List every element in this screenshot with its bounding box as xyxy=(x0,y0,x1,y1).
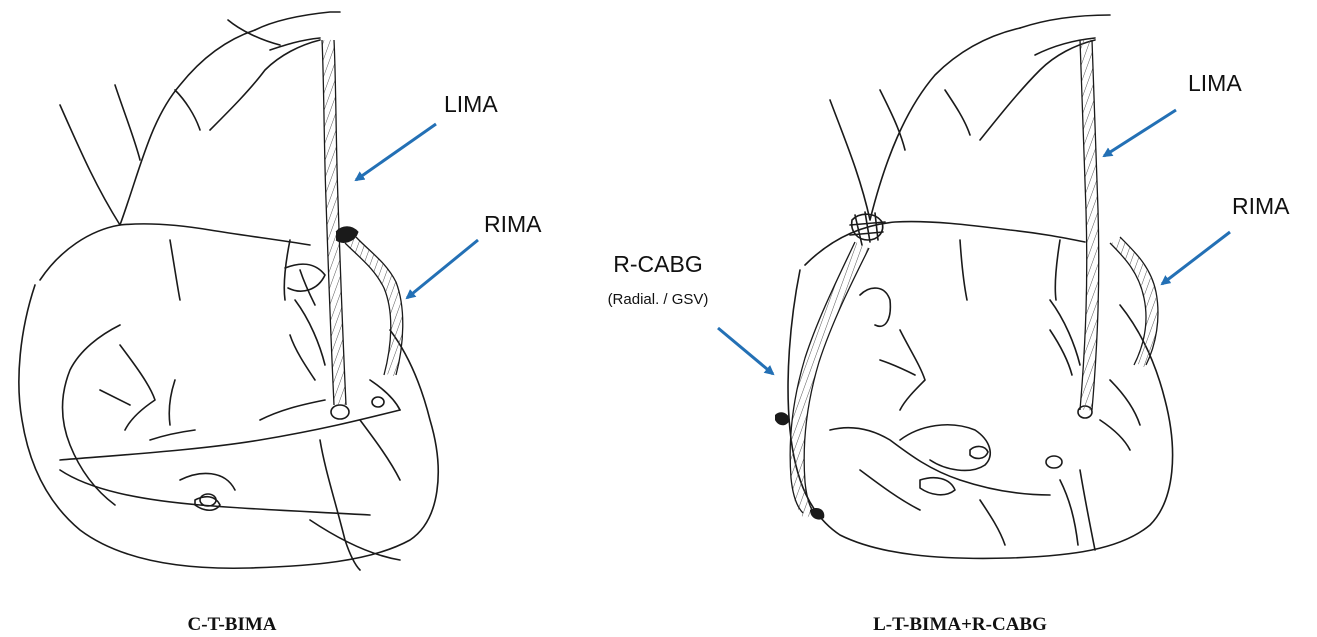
left-lima-arrow xyxy=(356,124,436,180)
right-lima-label: LIMA xyxy=(1188,70,1242,96)
left-rima-arrow xyxy=(407,240,478,298)
left-vessel-branch xyxy=(115,20,280,160)
right-lima-graft xyxy=(1086,40,1093,410)
left-heart-drawing xyxy=(19,12,438,570)
right-aortic-arch xyxy=(830,28,1020,220)
right-caption: L-T-BIMA+R-CABG xyxy=(873,614,1047,635)
right-rcabg-sublabel: (Radial. / GSV) xyxy=(608,291,709,308)
left-heart-outline xyxy=(19,285,438,568)
right-rcabg-graft xyxy=(797,245,862,515)
left-caption: C-T-BIMA xyxy=(187,614,276,635)
right-rcabg-arrow xyxy=(718,328,773,374)
right-rima-arrow xyxy=(1162,232,1230,284)
right-rcabg-label: R-CABG xyxy=(613,251,702,277)
left-rima-label: RIMA xyxy=(484,211,542,237)
right-rima-graft xyxy=(1115,240,1152,365)
right-heart-outline xyxy=(788,270,1173,558)
left-aortic-arch xyxy=(60,30,255,225)
right-rima-label: RIMA xyxy=(1232,193,1290,219)
left-lima-label: LIMA xyxy=(444,91,498,117)
right-lima-arrow xyxy=(1104,110,1176,156)
